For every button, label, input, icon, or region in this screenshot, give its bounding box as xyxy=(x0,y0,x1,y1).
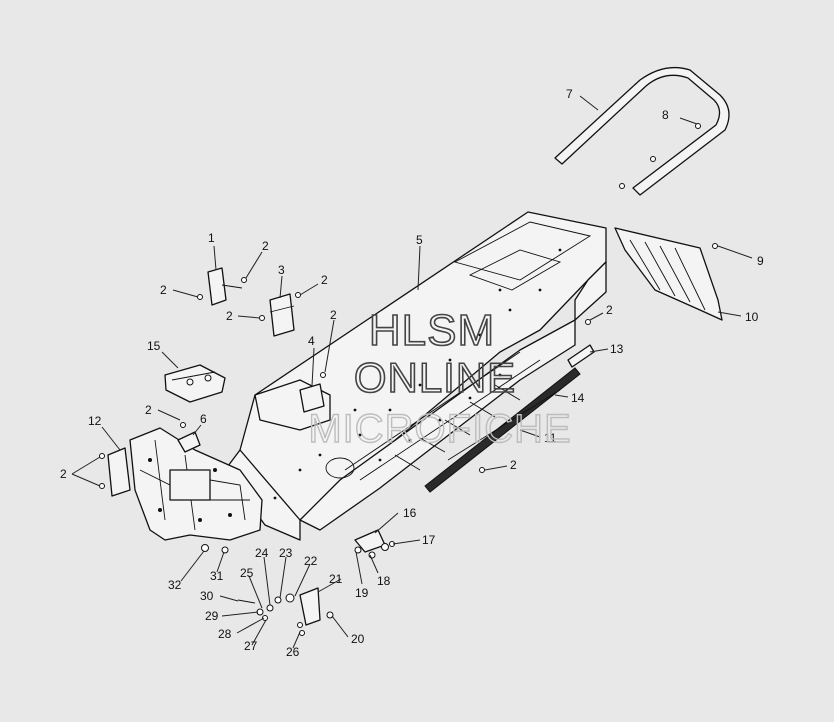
callout-2: 2 xyxy=(160,283,167,297)
callout-16: 16 xyxy=(403,506,417,520)
callout-14: 14 xyxy=(571,391,585,405)
callout-3: 3 xyxy=(278,263,285,277)
hardware-group xyxy=(201,529,389,636)
callout-1: 1 xyxy=(208,231,215,245)
callout-5: 5 xyxy=(416,233,423,247)
callout-17: 17 xyxy=(422,533,436,547)
callout-31: 31 xyxy=(210,569,224,583)
slide-rail-14 xyxy=(424,367,581,493)
callout-22: 22 xyxy=(304,554,318,568)
callout-8: 8 xyxy=(662,108,669,122)
bracket-3 xyxy=(269,293,295,337)
callout-27: 27 xyxy=(244,639,258,653)
leader-lines xyxy=(71,95,753,649)
callout-labels: 1 2 2 2 2 2 2 2 2 2 3 4 5 6 7 8 9 10 11 … xyxy=(60,87,764,659)
watermark-line-3: MICROFICHE xyxy=(308,407,571,451)
callout-28: 28 xyxy=(218,627,232,641)
callout-26: 26 xyxy=(286,645,300,659)
callout-2: 2 xyxy=(262,239,269,253)
callout-30: 30 xyxy=(200,589,214,603)
callout-32: 32 xyxy=(168,578,182,592)
callout-2: 2 xyxy=(606,303,613,317)
chassis-tunnel xyxy=(224,211,607,541)
callout-10: 10 xyxy=(745,310,759,324)
bracket-15 xyxy=(164,364,226,403)
callout-21: 21 xyxy=(329,572,343,586)
callout-19: 19 xyxy=(355,586,369,600)
rail-11 xyxy=(447,389,561,461)
callout-9: 9 xyxy=(757,254,764,268)
bracket-13 xyxy=(567,344,595,368)
front-frame xyxy=(129,427,263,541)
callout-12: 12 xyxy=(88,414,102,428)
callout-7: 7 xyxy=(566,87,573,101)
watermark-line-2: ONLINE xyxy=(354,354,516,401)
callout-23: 23 xyxy=(279,546,293,560)
fasteners xyxy=(99,123,718,547)
rear-flap-10 xyxy=(614,227,723,321)
callout-15: 15 xyxy=(147,339,161,353)
callout-11: 11 xyxy=(544,431,557,445)
callout-2: 2 xyxy=(145,403,152,417)
callout-2: 2 xyxy=(226,309,233,323)
watermark: HLSM ONLINE MICROFICHE xyxy=(308,305,572,452)
callout-13: 13 xyxy=(610,342,624,356)
bracket-1 xyxy=(207,267,243,306)
clip-6 xyxy=(177,431,201,453)
callout-2: 2 xyxy=(330,308,337,322)
watermark-line-1: HLSM xyxy=(369,306,495,355)
callout-25: 25 xyxy=(240,566,254,580)
bracket-12 xyxy=(107,447,131,497)
callout-2: 2 xyxy=(60,467,67,481)
callout-24: 24 xyxy=(255,546,269,560)
grab-bar-7 xyxy=(554,66,730,196)
callout-29: 29 xyxy=(205,609,219,623)
callout-6: 6 xyxy=(200,412,207,426)
callout-2: 2 xyxy=(321,273,328,287)
callout-18: 18 xyxy=(377,574,391,588)
callout-20: 20 xyxy=(351,632,365,646)
callout-2: 2 xyxy=(510,458,517,472)
callout-4: 4 xyxy=(308,334,315,348)
bracket-4 xyxy=(299,383,325,413)
